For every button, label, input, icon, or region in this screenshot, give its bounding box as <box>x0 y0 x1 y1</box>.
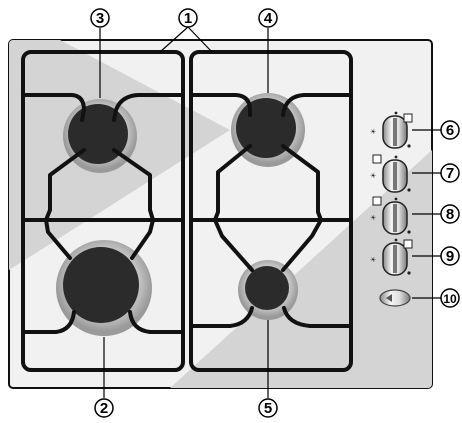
svg-text:8: 8 <box>446 206 454 223</box>
svg-text:3: 3 <box>96 10 104 27</box>
hob-panel <box>8 39 433 389</box>
burner-indicator-icon <box>372 196 382 206</box>
svg-text:☀: ☀ <box>370 214 376 222</box>
control-knob-1[interactable]: ☀ <box>370 111 413 149</box>
right-grate-arms <box>189 93 353 328</box>
svg-text:2: 2 <box>100 400 108 417</box>
leader-lines <box>99 26 441 398</box>
panel-shading-right <box>170 150 432 388</box>
burner-right-front <box>238 260 298 320</box>
burner-indicator-icon <box>372 154 382 164</box>
callout-5: 5 <box>258 398 278 418</box>
burner-left-rear <box>63 99 137 173</box>
svg-text:☀: ☀ <box>370 256 376 264</box>
callout-8: 8 <box>440 204 460 224</box>
svg-text:9: 9 <box>446 248 454 265</box>
svg-text:1: 1 <box>184 10 192 27</box>
burner-indicator-icon <box>403 239 413 249</box>
svg-text:☀: ☀ <box>370 128 376 136</box>
svg-text:10: 10 <box>443 292 457 306</box>
callout-10: 10 <box>440 288 460 308</box>
svg-text:5: 5 <box>264 400 272 417</box>
svg-text:☀: ☀ <box>370 172 376 180</box>
svg-text:6: 6 <box>446 122 454 139</box>
right-pan-support-frame <box>189 50 353 372</box>
callout-4: 4 <box>258 8 278 28</box>
control-knob-3[interactable]: ☀ <box>370 196 411 235</box>
ignition-button[interactable] <box>379 289 411 307</box>
callout-7: 7 <box>440 163 460 183</box>
left-grate-arms <box>21 93 185 334</box>
callout-9: 9 <box>440 246 460 266</box>
callout-6: 6 <box>440 120 460 140</box>
svg-text:4: 4 <box>264 10 273 27</box>
svg-text:7: 7 <box>446 165 454 182</box>
left-pan-support-frame <box>21 50 185 372</box>
callout-2: 2 <box>94 398 114 418</box>
burner-indicator-icon <box>403 113 413 123</box>
control-knob-2[interactable]: ☀ <box>370 154 411 193</box>
callout-1: 1 <box>178 8 198 28</box>
control-knob-4[interactable]: ☀ <box>370 238 413 276</box>
callout-3: 3 <box>90 8 110 28</box>
